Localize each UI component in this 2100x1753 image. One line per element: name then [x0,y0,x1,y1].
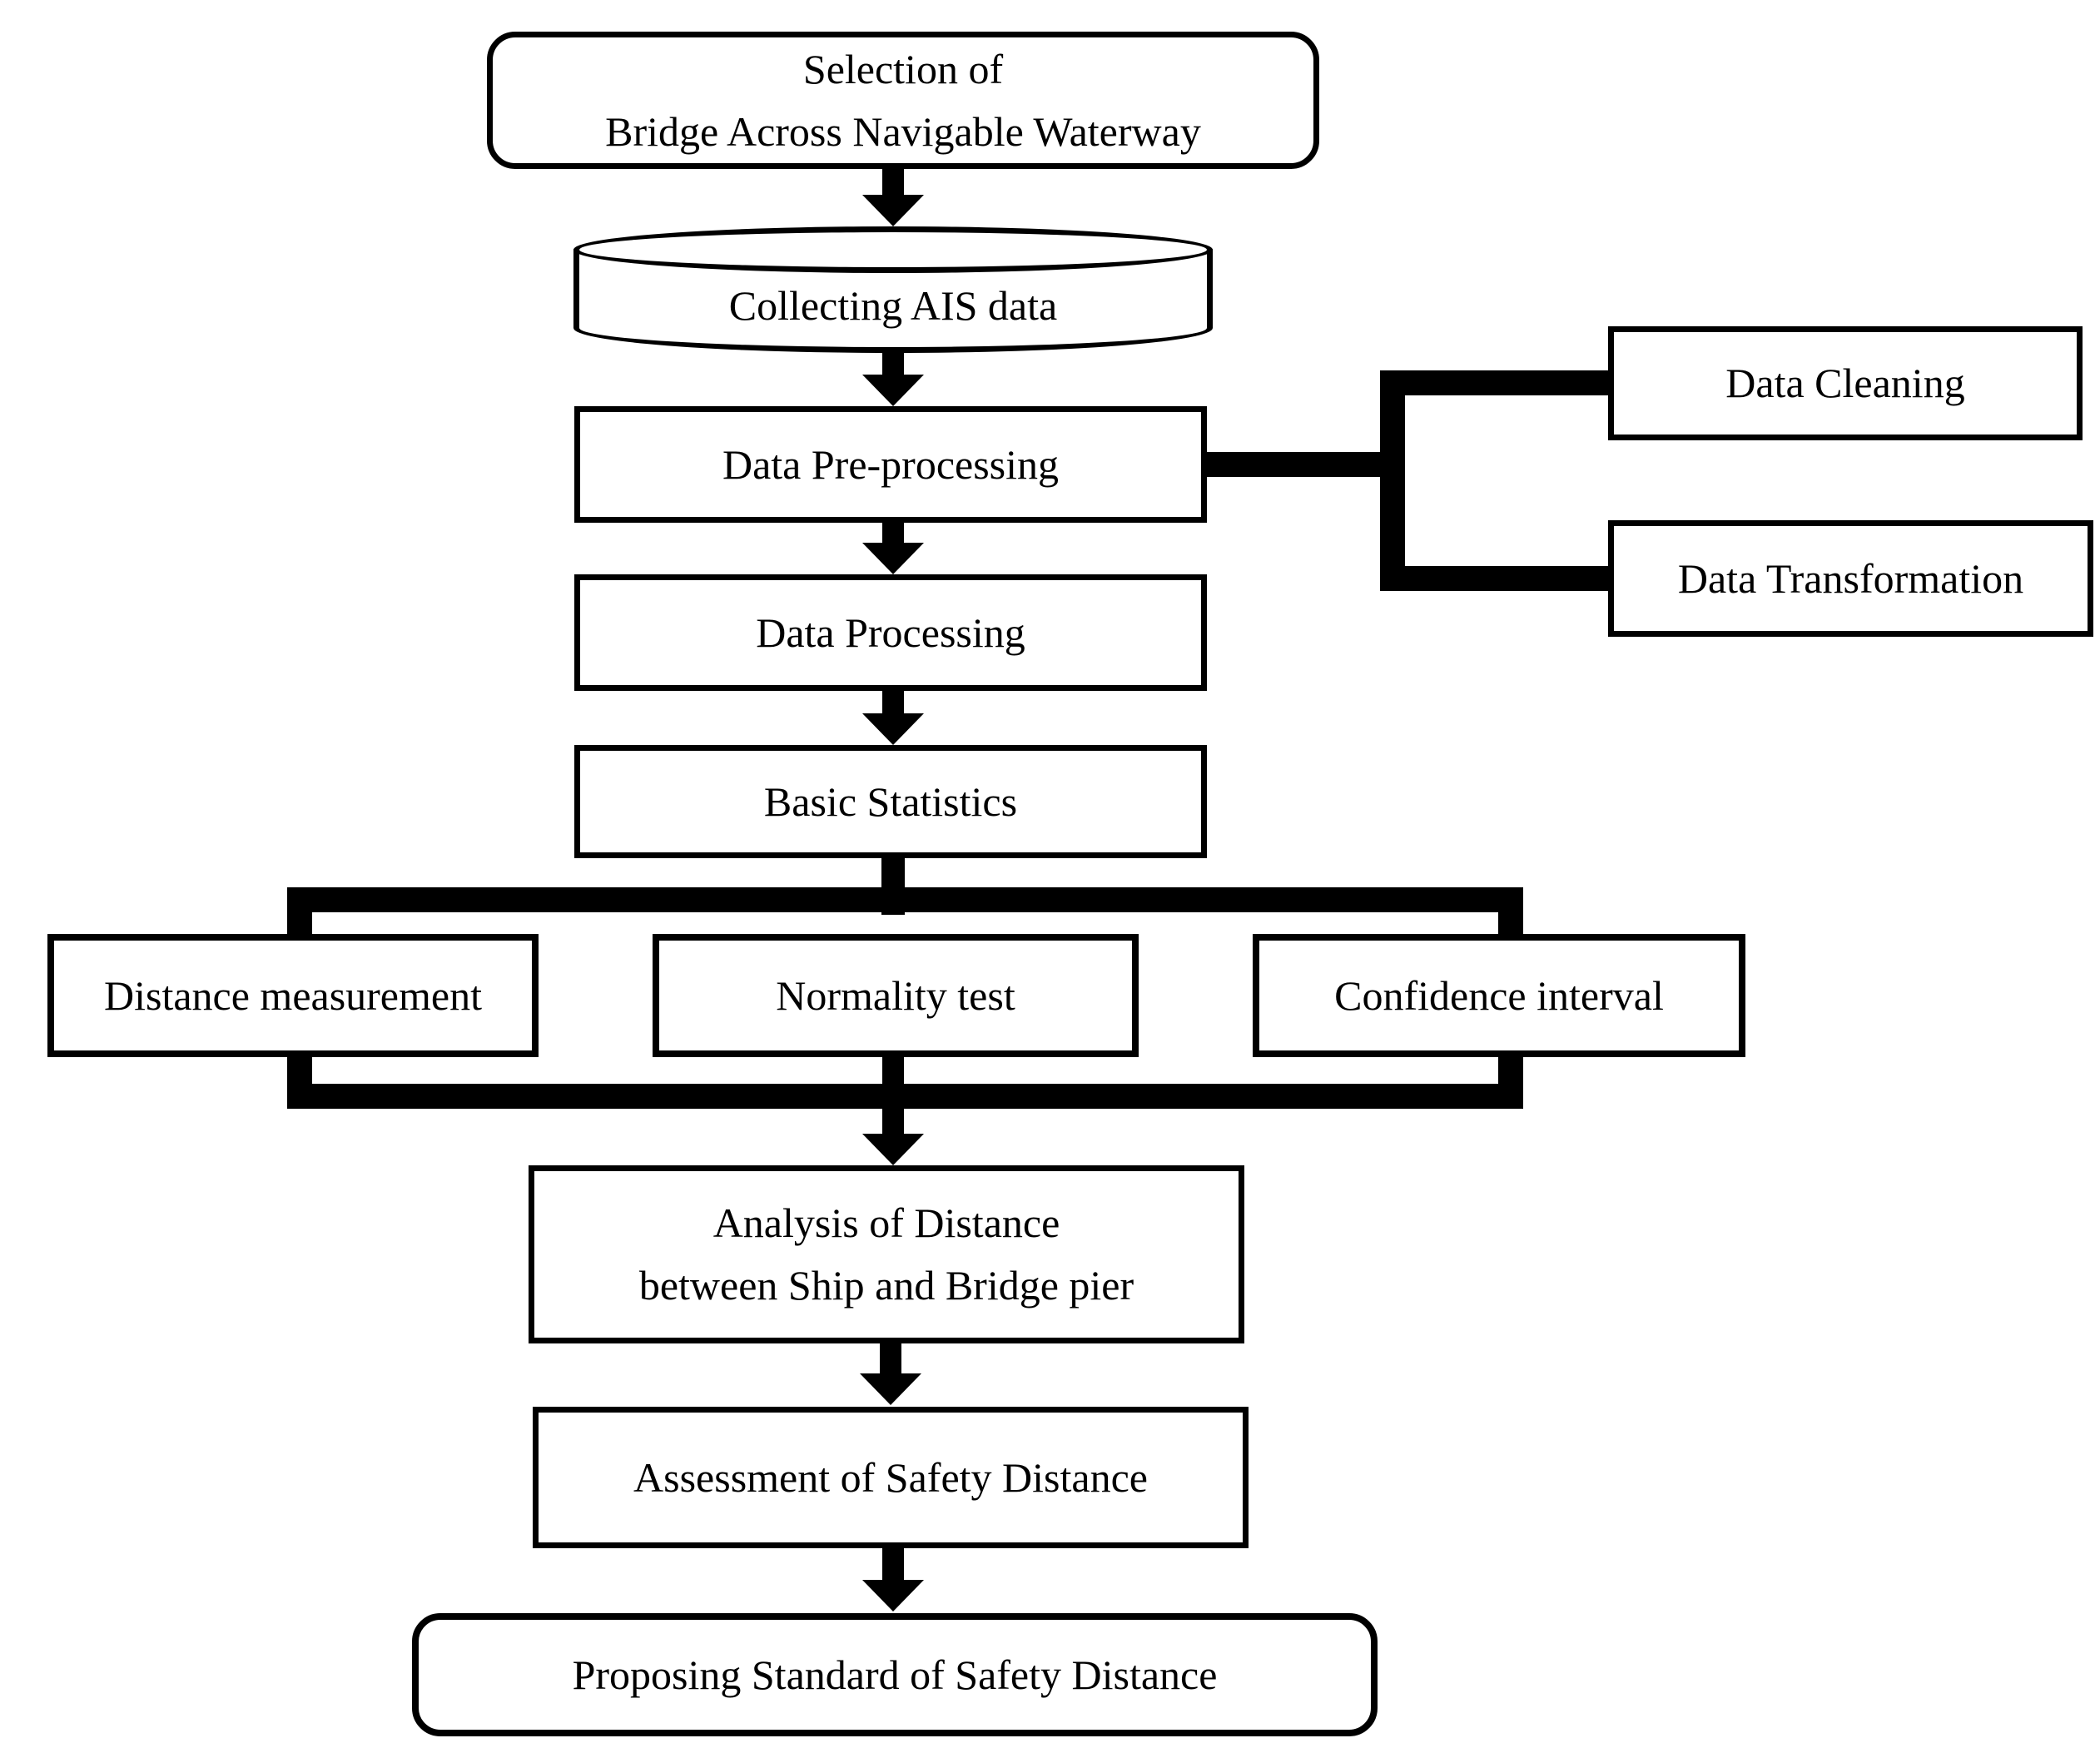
arrow-shaft [882,1548,904,1580]
node-label: Data Cleaning [1725,360,1965,406]
node-proposing-standard: Proposing Standard of Safety Distance [412,1613,1378,1736]
node-label: Analysis of Distance between Ship and Br… [638,1199,1134,1309]
arrow-shaft [882,169,904,195]
node-label: Collecting AIS data [728,282,1058,329]
cylinder-top-ellipse [573,226,1213,273]
arrow-head [862,1580,924,1611]
arrow-head [860,1373,921,1405]
node-data-cleaning: Data Cleaning [1608,326,2083,440]
arrow-collecting-to-preprocessing [862,353,924,406]
arrow-analysis-to-assessment [860,1343,921,1405]
arrow-shaft [882,1090,904,1134]
node-label: Basic Statistics [763,777,1018,825]
node-label: Confidence interval [1334,971,1664,1019]
node-confidence-interval: Confidence interval [1253,934,1745,1057]
node-label: Assessment of Safety Distance [633,1453,1148,1501]
node-data-preprocessing: Data Pre-processing [574,406,1207,523]
arrow-processing-to-statistics [862,691,924,745]
node-label: Selection of Bridge Across Navigable Wat… [605,45,1201,155]
node-data-processing: Data Processing [574,574,1207,691]
node-label: Data Transformation [1677,554,2024,602]
arrow-shaft [880,1343,901,1373]
arrow-assessment-to-proposing [862,1548,924,1611]
connector-preprocessing-to-bracket [1205,452,1405,477]
node-selection-of-bridge: Selection of Bridge Across Navigable Wat… [487,32,1319,169]
arrow-shaft [882,691,904,713]
node-label: Data Pre-processing [722,440,1060,488]
connector-bracket-vertical [1380,370,1405,591]
connector-branch-data-cleaning [1392,370,1610,395]
arrow-head [862,195,924,226]
node-label: Data Processing [756,608,1025,656]
node-data-transformation: Data Transformation [1608,520,2093,637]
node-normality-test: Normality test [653,934,1139,1057]
node-analysis-of-distance: Analysis of Distance between Ship and Br… [529,1165,1244,1343]
connector-branch-data-transformation [1392,566,1610,591]
node-label: Distance measurement [104,971,482,1019]
node-assessment-of-safety-distance: Assessment of Safety Distance [533,1407,1249,1548]
node-basic-statistics: Basic Statistics [574,745,1207,858]
arrow-head [862,713,924,745]
arrow-selection-to-collecting [862,169,924,226]
arrow-head [862,375,924,406]
arrow-head [862,543,924,574]
node-label: Proposing Standard of Safety Distance [572,1651,1218,1698]
node-collecting-ais-data: Collecting AIS data [573,226,1213,353]
node-distance-measurement: Distance measurement [47,934,539,1057]
arrow-shaft [882,353,904,375]
arrow-bracket-to-analysis [862,1090,924,1165]
arrow-shaft [882,523,904,543]
arrow-preprocessing-to-processing [862,523,924,574]
arrow-head [862,1134,924,1165]
node-label: Normality test [776,971,1015,1019]
